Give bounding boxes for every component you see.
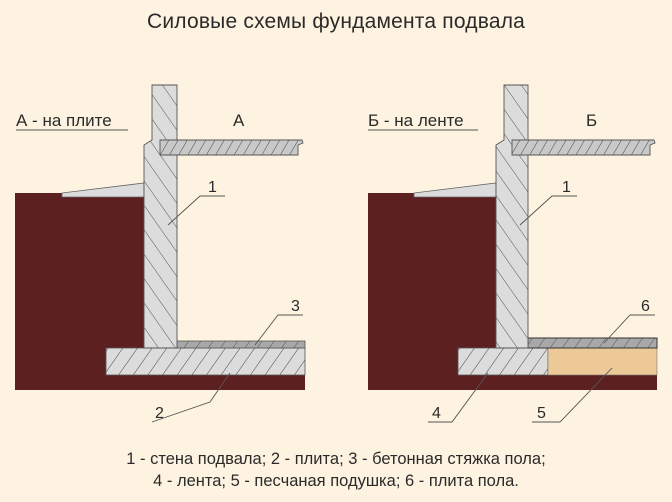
scheme-b-marker: Б [586, 111, 597, 130]
floor-screed-3 [176, 340, 306, 349]
floor-slab-upper-a [159, 139, 304, 156]
leader-1-a [167, 195, 225, 226]
legend: 1 - стена подвала; 2 - плита; 3 - бетонн… [0, 448, 672, 492]
scheme-a-caption: А - на плите [16, 111, 112, 130]
floor-slab-upper-b [511, 139, 656, 156]
leader-2 [151, 372, 231, 423]
leader-1-b [519, 195, 577, 226]
strip-foundation-4 [457, 347, 549, 376]
callout-1-b: 1 [562, 179, 571, 196]
scheme-a-marker: А [233, 111, 245, 130]
scheme-a: А - на плите А 1 3 2 [15, 84, 306, 423]
callout-4: 4 [432, 405, 441, 422]
legend-line-1: 1 - стена подвала; 2 - плита; 3 - бетонн… [126, 450, 546, 468]
sand-cushion-5 [547, 347, 658, 376]
floor-slab-6 [527, 337, 658, 349]
soil-b [368, 193, 657, 390]
callout-2: 2 [155, 405, 164, 422]
scheme-b-caption: Б - на ленте [368, 111, 464, 130]
blind-area-a [61, 182, 145, 198]
basement-wall-1-b [495, 84, 529, 349]
diagram-title: Силовые схемы фундамента подвала [146, 10, 526, 33]
legend-line-2: 4 - лента; 5 - песчаная подушка; 6 - пли… [153, 472, 519, 490]
blind-area-b [413, 182, 497, 198]
callout-3: 3 [291, 298, 300, 315]
leader-5 [532, 367, 613, 423]
callout-5: 5 [537, 405, 546, 422]
leader-3 [254, 314, 303, 346]
basement-wall-1 [143, 84, 178, 349]
scheme-b: Б - на ленте Б 1 6 4 5 [368, 84, 658, 423]
callout-6: 6 [641, 298, 650, 315]
callout-1-a: 1 [208, 179, 217, 196]
soil-a [15, 193, 305, 390]
leader-4 [428, 372, 489, 423]
foundation-slab-2 [105, 347, 306, 376]
leader-6 [603, 314, 655, 344]
